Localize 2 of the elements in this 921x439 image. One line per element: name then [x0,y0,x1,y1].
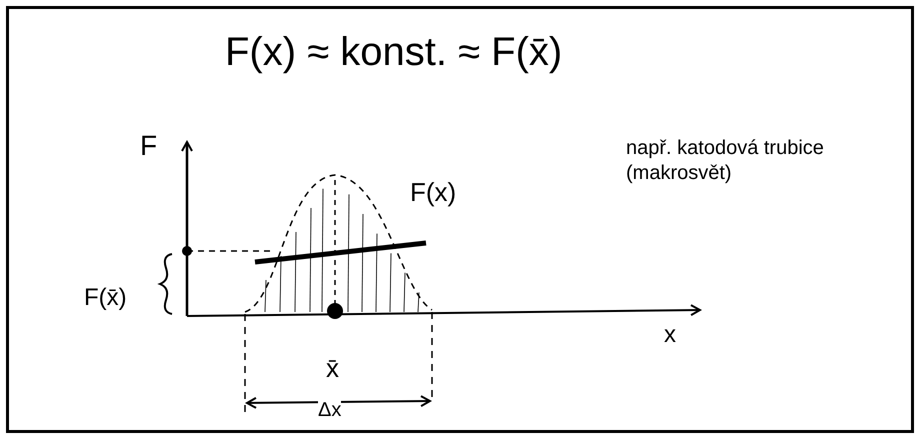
note-text: např. katodová trubice (makrosvět) [626,136,826,186]
title: F(x) ≈ konst. ≈ F(x̄) [225,29,562,76]
